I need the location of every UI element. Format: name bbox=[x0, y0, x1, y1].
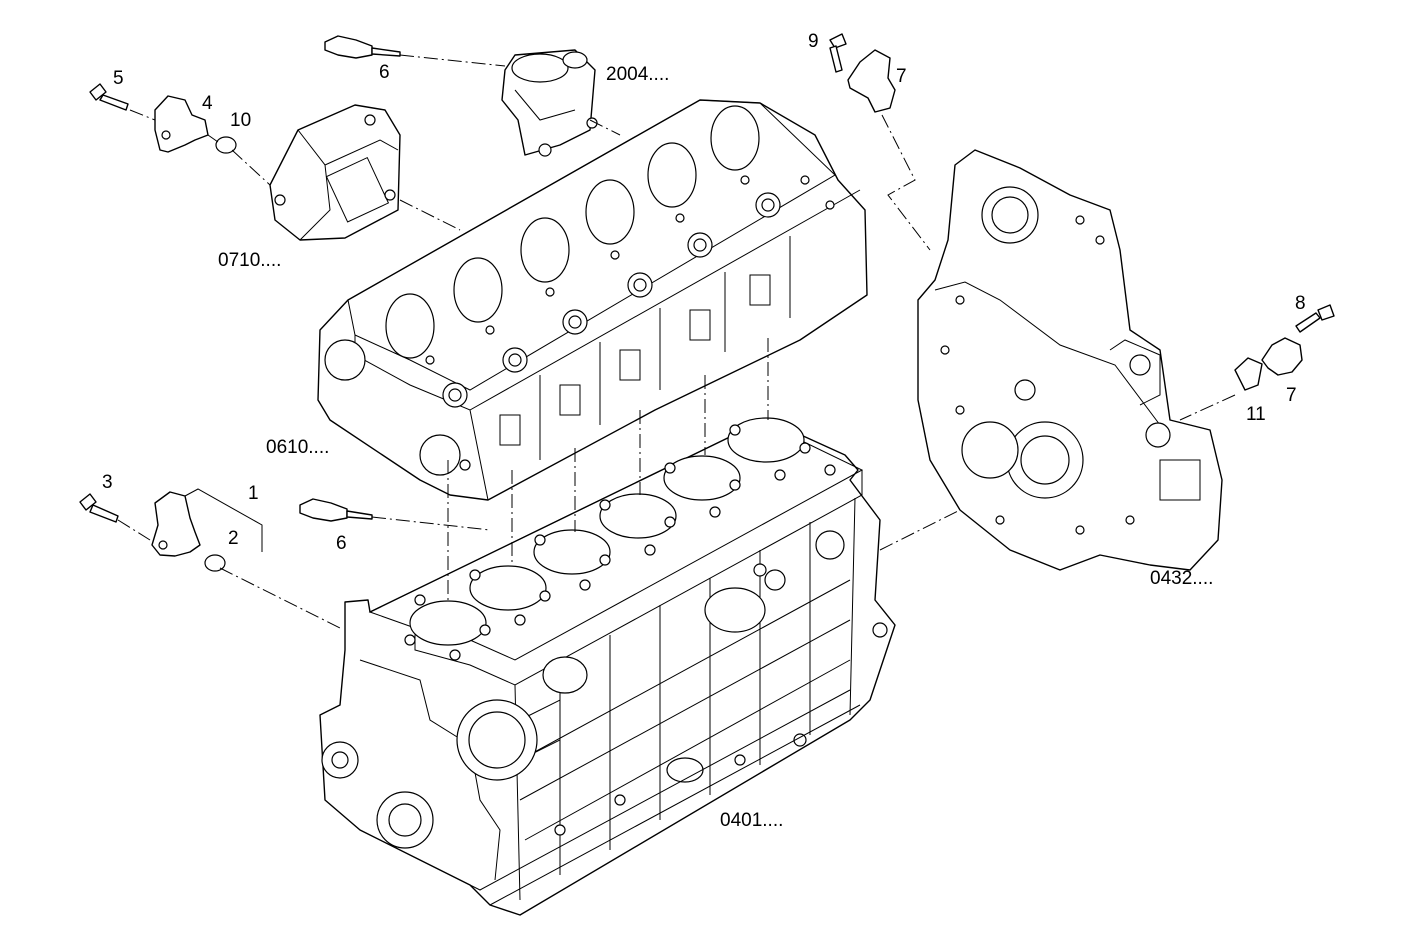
callout-1: 1 bbox=[248, 483, 259, 504]
o-ring-item-10 bbox=[215, 136, 237, 154]
callout-5: 5 bbox=[113, 68, 124, 89]
bolt-item-5 bbox=[89, 83, 129, 111]
washer-item-11 bbox=[1234, 357, 1263, 391]
speed-sensor-item-7-right bbox=[1261, 337, 1303, 376]
ref-0432: 0432.... bbox=[1150, 568, 1213, 589]
callout-11: 11 bbox=[1246, 404, 1266, 425]
timing-cover bbox=[917, 149, 1223, 571]
temp-sensor-item-6-bottom bbox=[299, 498, 373, 522]
assembly-lines bbox=[117, 54, 1236, 629]
callout-3: 3 bbox=[102, 472, 113, 493]
sensor-item-1 bbox=[151, 491, 201, 557]
callout-6-bottom: 6 bbox=[336, 533, 347, 554]
bolt-item-9 bbox=[829, 33, 847, 73]
callout-7-right: 7 bbox=[1286, 385, 1297, 406]
bolt-item-8 bbox=[1295, 304, 1335, 333]
callout-2: 2 bbox=[228, 528, 239, 549]
callout-10: 10 bbox=[230, 110, 251, 131]
intake-housing bbox=[269, 104, 401, 241]
sensor-item-4 bbox=[154, 95, 209, 153]
callout-4: 4 bbox=[202, 93, 213, 114]
o-ring-item-2 bbox=[204, 554, 226, 572]
callout-7-top: 7 bbox=[896, 66, 907, 87]
ref-0710: 0710.... bbox=[218, 250, 281, 271]
head-bores bbox=[425, 175, 835, 408]
bolt-item-3 bbox=[79, 493, 119, 523]
thermostat-bracket bbox=[501, 49, 598, 157]
ref-0401: 0401.... bbox=[720, 810, 783, 831]
temp-sensor-item-6-top bbox=[324, 35, 401, 59]
callout-9: 9 bbox=[808, 31, 819, 52]
callout-8: 8 bbox=[1295, 293, 1306, 314]
callout-6-top: 6 bbox=[379, 62, 390, 83]
cylinder-head bbox=[317, 99, 868, 501]
callout-1-leader bbox=[184, 488, 263, 552]
cam-bearings bbox=[385, 105, 760, 359]
ref-0610: 0610.... bbox=[266, 437, 329, 458]
block-bolt-holes bbox=[404, 424, 836, 661]
ref-2004: 2004.... bbox=[606, 64, 669, 85]
engine-block bbox=[319, 417, 896, 916]
speed-sensor-item-7-top bbox=[847, 49, 896, 113]
